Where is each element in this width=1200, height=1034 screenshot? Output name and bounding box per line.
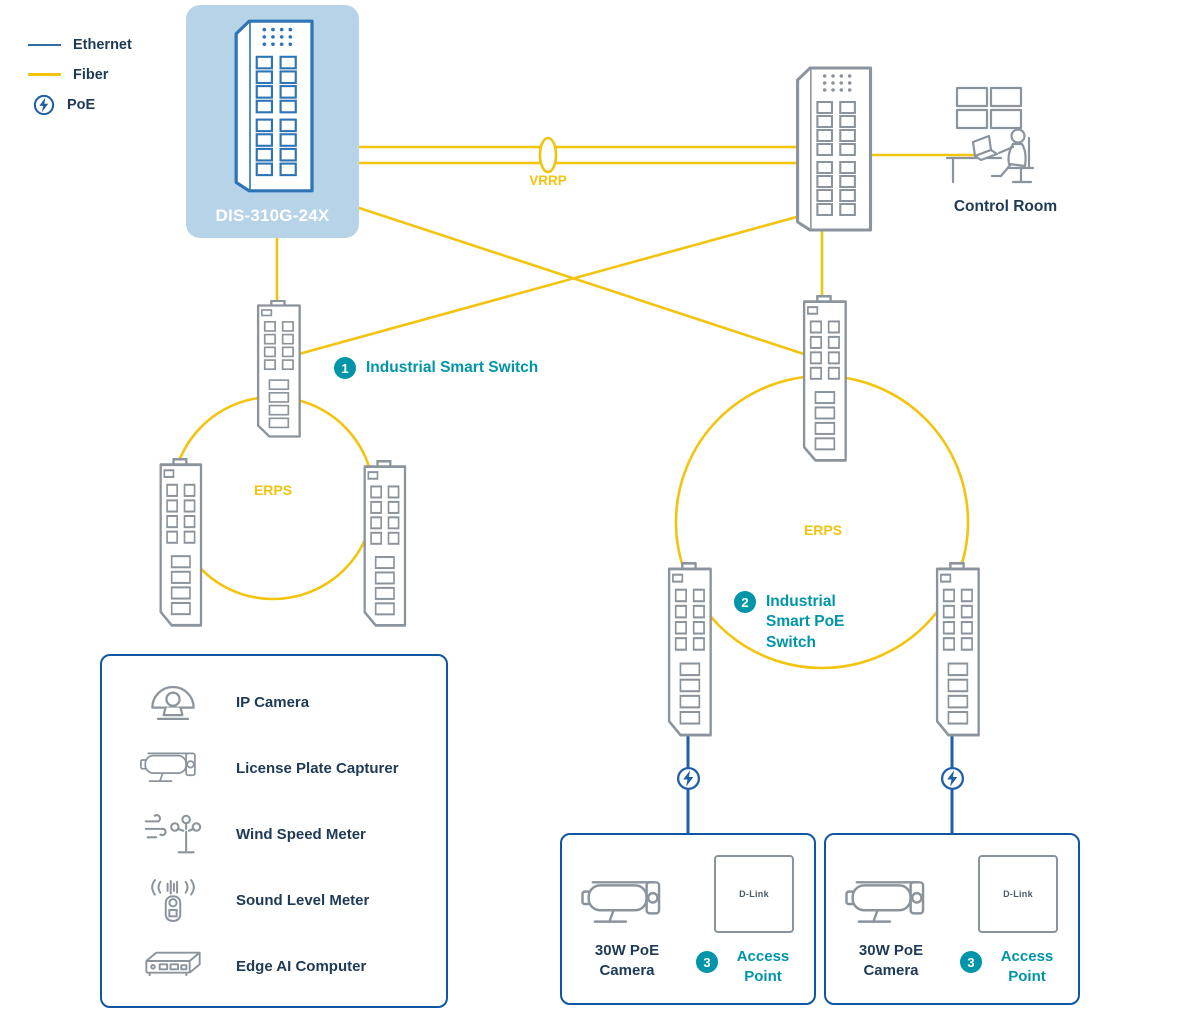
device-label: Wind Speed Meter (236, 825, 366, 843)
wind-speed-meter-icon (138, 811, 208, 858)
poe-icon (940, 766, 965, 791)
ap-brand-label: D-Link (739, 889, 769, 899)
main-switch-card: DIS-310G-24X (186, 5, 359, 238)
callout-2-badge: 2 (734, 591, 756, 613)
legend-label: Fiber (73, 66, 109, 83)
ethernet-links (686, 700, 954, 838)
poe-icon (33, 94, 55, 116)
legend-label: PoE (67, 96, 96, 113)
list-item: Edge AI Computer (138, 933, 446, 999)
ethernet-line-swatch (28, 43, 61, 46)
callout-3-badge: 3 (696, 951, 718, 973)
sound-level-meter-icon (138, 876, 208, 924)
legend-item-poe: PoE (28, 94, 132, 115)
ring-switch-left-a-icon (146, 458, 212, 632)
callout-1-label: Industrial Smart Switch (366, 359, 539, 376)
legend: Ethernet Fiber PoE (28, 34, 132, 115)
industrial-smart-switch-icon (243, 300, 311, 442)
access-point-label: Access Point (1000, 948, 1054, 985)
vrrp-label: VRRP (529, 173, 567, 188)
ring-switch-left-b-icon (350, 460, 416, 632)
ring-switch-right-top-icon (789, 295, 857, 467)
device-label: License Plate Capturer (236, 759, 399, 777)
device-label: IP Camera (236, 693, 310, 711)
list-item: Wind Speed Meter (138, 801, 446, 867)
industrial-smart-poe-switch-b-icon (922, 562, 990, 742)
callout-industrial-smart-poe-switch: 2 Industrial Smart PoE Switch (734, 591, 871, 653)
callout-1-badge: 1 (334, 357, 356, 379)
poe-endpoint-group-1: 30W PoE Camera D-Link 3 Access Point (560, 833, 816, 1005)
core-switch-icon (783, 64, 883, 234)
erps-label-left: ERPS (253, 482, 293, 498)
poe-endpoint-group-2: 30W PoE Camera D-Link 3 Access Point (824, 833, 1080, 1005)
callout-3-badge: 3 (960, 951, 982, 973)
ip-camera-icon (138, 681, 208, 723)
vrrp-link-icon (538, 136, 558, 174)
poe-camera-icon (578, 873, 678, 933)
callout-industrial-smart-switch: 1 Industrial Smart Switch (334, 357, 538, 379)
control-room-label: Control Room (953, 198, 1058, 215)
control-room-icon (943, 84, 1067, 196)
device-label: Sound Level Meter (236, 891, 370, 909)
poe-camera-label: 30W PoE Camera (594, 942, 660, 979)
poe-camera-icon (842, 873, 942, 933)
callout-2-label: Industrial Smart PoE Switch (766, 593, 845, 651)
license-plate-capturer-icon (138, 746, 208, 790)
legend-label: Ethernet (73, 36, 132, 53)
list-item: License Plate Capturer (138, 735, 446, 801)
legend-item-fiber: Fiber (28, 64, 132, 85)
access-point-icon: D-Link (978, 855, 1058, 933)
edge-ai-computer-icon (138, 947, 208, 985)
dis-310g-24x-switch-icon (221, 17, 325, 195)
industrial-smart-poe-switch-a-icon (654, 562, 722, 742)
access-point-label: Access Point (736, 948, 790, 985)
connected-devices-panel: IP Camera License Plate Capturer Wind Sp… (100, 654, 448, 1008)
device-label: Edge AI Computer (236, 957, 367, 975)
poe-icon (676, 766, 701, 791)
list-item: IP Camera (138, 669, 446, 735)
erps-label-right: ERPS (803, 522, 843, 538)
ap-brand-label: D-Link (1003, 889, 1033, 899)
access-point-icon: D-Link (714, 855, 794, 933)
poe-camera-label: 30W PoE Camera (858, 942, 924, 979)
main-switch-label: DIS-310G-24X (215, 206, 330, 225)
legend-item-ethernet: Ethernet (28, 34, 132, 55)
list-item: Sound Level Meter (138, 867, 446, 933)
fiber-line-swatch (28, 73, 61, 76)
